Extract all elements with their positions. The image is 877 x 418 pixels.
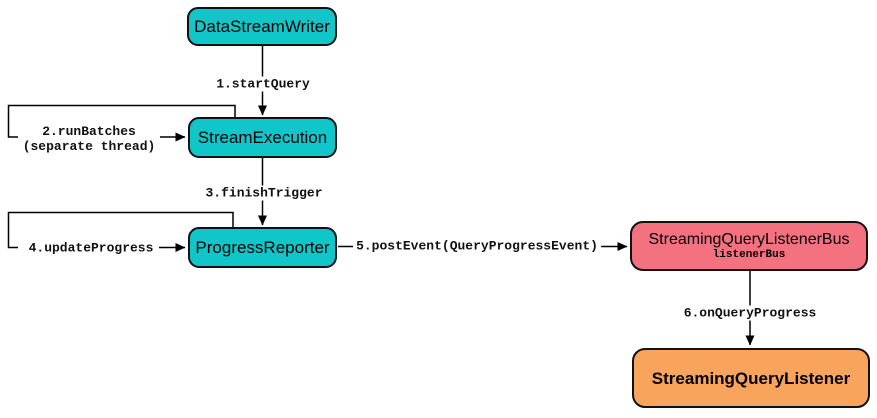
edge-label-update-progress: 4.updateProgress bbox=[25, 240, 157, 256]
node-progressreporter: ProgressReporter bbox=[188, 227, 337, 268]
node-streamexecution-label: StreamExecution bbox=[197, 128, 328, 147]
edge-label-run-batches-line1: 2.runBatches bbox=[42, 124, 136, 139]
edge-label-post-event: 5.postEvent(QueryProgressEvent) bbox=[353, 238, 601, 254]
edge-label-run-batches: 2.runBatches (separate thread) bbox=[19, 124, 159, 154]
edge-update-progress-loop bbox=[7, 211, 234, 249]
node-streamexecution: StreamExecution bbox=[188, 117, 337, 158]
edge-run-batches-loop bbox=[7, 104, 236, 138]
node-streamingquerylistenerbus-sublabel: listenerBus bbox=[712, 248, 786, 261]
node-streamingquerylistener-label: StreamingQueryListener bbox=[651, 368, 851, 388]
node-streamingquerylistener: StreamingQueryListener bbox=[632, 348, 870, 408]
edge-label-start-query: 1.startQuery bbox=[213, 76, 313, 92]
node-streamingquerylistenerbus: StreamingQueryListenerBus listenerBus bbox=[630, 221, 868, 271]
node-progressreporter-label: ProgressReporter bbox=[195, 238, 330, 257]
edge-label-finish-trigger: 3.finishTrigger bbox=[202, 185, 326, 201]
node-datastreamwriter: DataStreamWriter bbox=[187, 7, 337, 46]
edge-label-run-batches-line2: (separate thread) bbox=[22, 139, 156, 154]
node-datastreamwriter-label: DataStreamWriter bbox=[194, 17, 330, 36]
node-streamingquerylistenerbus-label: StreamingQueryListenerBus bbox=[648, 230, 850, 248]
edge-label-on-query-progress: 6.onQueryProgress bbox=[680, 305, 820, 321]
